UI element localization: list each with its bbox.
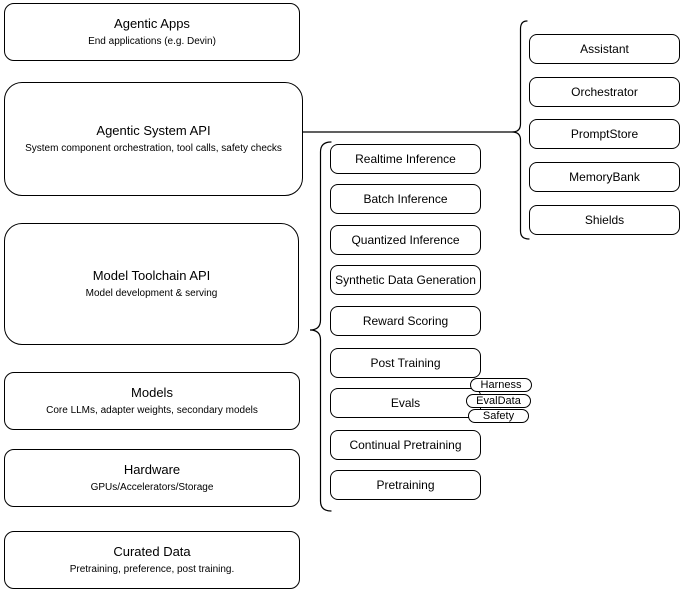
node-label: Realtime Inference	[355, 152, 456, 166]
node-label: Assistant	[580, 42, 629, 56]
tag-harness: Harness	[470, 378, 532, 392]
node-title: Agentic Apps	[114, 16, 190, 31]
brace-system-components-group	[511, 20, 530, 240]
node-label: Pretraining	[376, 478, 435, 492]
node-quantized-inference: Quantized Inference	[330, 225, 481, 255]
node-title: Model Toolchain API	[92, 268, 211, 283]
node-label: Shields	[584, 213, 625, 227]
node-continual-pretraining: Continual Pretraining	[330, 430, 481, 460]
node-evals: Evals	[330, 388, 481, 418]
node-curated-data: Curated Data Pretraining, preference, po…	[4, 531, 300, 589]
node-subtitle: Model development & serving	[85, 288, 218, 299]
node-post-training: Post Training	[330, 348, 481, 378]
node-agentic-apps: Agentic Apps End applications (e.g. Devi…	[4, 3, 300, 61]
node-subtitle: System component orchestration, tool cal…	[25, 143, 282, 154]
node-subtitle: GPUs/Accelerators/Storage	[90, 482, 214, 493]
node-subtitle: Pretraining, preference, post training.	[69, 564, 235, 575]
node-hardware: Hardware GPUs/Accelerators/Storage	[4, 449, 300, 507]
node-title: Agentic System API	[96, 123, 211, 138]
node-label: Batch Inference	[363, 192, 448, 206]
tag-label: EvalData	[476, 395, 521, 407]
node-subtitle: Core LLMs, adapter weights, secondary mo…	[46, 405, 258, 416]
node-title: Hardware	[123, 462, 181, 477]
node-orchestrator: Orchestrator	[529, 77, 680, 107]
node-synthetic-data-generation: Synthetic Data Generation	[330, 265, 481, 295]
node-models: Models Core LLMs, adapter weights, secon…	[4, 372, 300, 430]
tag-label: Harness	[480, 379, 522, 391]
node-pretraining: Pretraining	[330, 470, 481, 500]
node-label: Orchestrator	[571, 85, 638, 99]
node-label: PromptStore	[570, 127, 639, 141]
node-label: Quantized Inference	[351, 233, 460, 247]
node-shields: Shields	[529, 205, 680, 235]
node-label: Reward Scoring	[362, 314, 449, 328]
tag-label: Safety	[482, 410, 515, 422]
node-memorybank: MemoryBank	[529, 162, 680, 192]
node-label: MemoryBank	[569, 170, 640, 184]
node-subtitle: End applications (e.g. Devin)	[88, 36, 216, 47]
node-reward-scoring: Reward Scoring	[330, 306, 481, 336]
tag-evaldata: EvalData	[466, 394, 531, 408]
node-model-toolchain-api: Model Toolchain API Model development & …	[4, 223, 299, 345]
node-label: Synthetic Data Generation	[335, 273, 476, 287]
node-batch-inference: Batch Inference	[330, 184, 481, 214]
node-label: Post Training	[370, 356, 441, 370]
node-title: Curated Data	[113, 544, 191, 559]
node-label: Evals	[390, 396, 421, 410]
node-promptstore: PromptStore	[529, 119, 680, 149]
brace-toolchain-group	[309, 141, 332, 512]
node-assistant: Assistant	[529, 34, 680, 64]
node-label: Continual Pretraining	[349, 438, 462, 452]
node-title: Models	[131, 385, 173, 400]
node-realtime-inference: Realtime Inference	[330, 144, 481, 174]
tag-safety: Safety	[468, 409, 529, 423]
node-agentic-system-api: Agentic System API System component orch…	[4, 82, 303, 196]
